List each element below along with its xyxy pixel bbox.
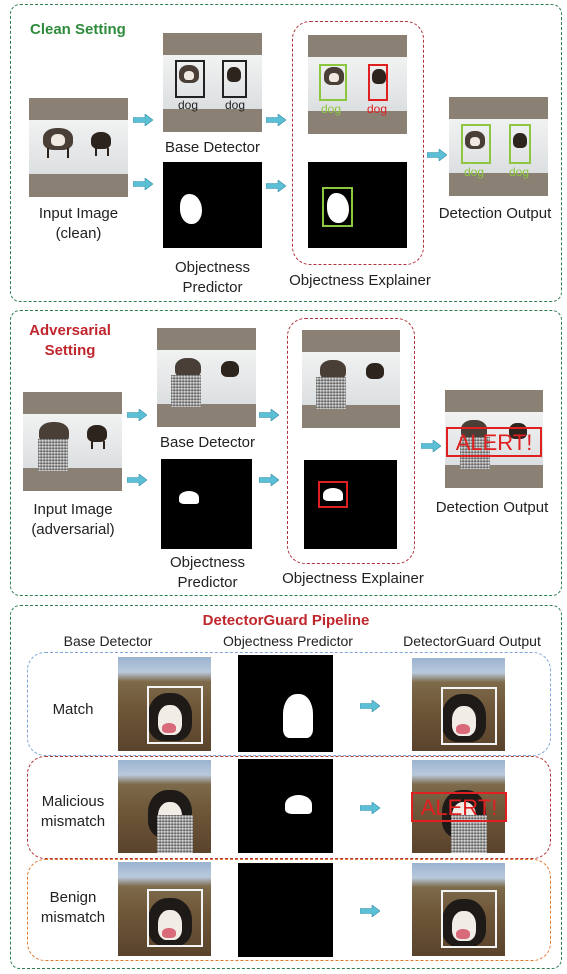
clean-explainer-container [292,21,424,265]
adversarial-objectness-map [161,459,252,549]
benign-label-2: mismatch [40,909,106,926]
adversarial-base-detector-label: Base Detector [159,434,256,451]
box-label: dog [464,165,485,179]
benign-label-1: Benign [49,889,97,906]
pipeline-title: DetectorGuard Pipeline [202,612,370,629]
adversarial-input-sub: (adversarial) [31,521,115,538]
objectness-blob [283,694,313,738]
clean-detection-output-label: Detection Output [438,205,552,222]
benign-output-image [412,863,505,956]
match-output-image [412,658,505,751]
arrow-icon [360,905,380,917]
arrow-icon [259,409,279,421]
box-label: dog [367,102,388,116]
objectness-blob [180,194,202,224]
detection-box [441,687,497,745]
adversarial-setting-title-1: Adversarial [29,322,111,339]
adversarial-patch [171,375,201,407]
arrow-icon [427,149,447,161]
arrow-icon [133,114,153,126]
clean-objectness-map [163,162,262,248]
adversarial-input-label: Input Image [33,501,113,518]
clean-explainer-image [308,35,407,134]
arrow-icon [266,114,286,126]
adversarial-patch [316,377,346,409]
adversarial-base-detector-image [157,328,256,427]
malicious-label-2: mismatch [40,813,106,830]
pipeline-col-base: Base Detector [63,633,153,649]
arrow-icon [127,474,147,486]
clean-base-detector-label: Base Detector [164,139,261,156]
benign-mismatch-row [27,859,551,961]
clean-input-label: Input Image [38,205,119,222]
adversarial-objectness-label-2: Predictor [177,574,238,591]
detection-box [175,60,205,98]
arrow-icon [421,440,441,452]
clean-objectness-label-1: Objectness [174,259,251,276]
final-box [461,124,491,164]
malicious-mismatch-row [27,756,551,859]
alert-badge: ALERT! [411,792,507,822]
adversarial-patch [460,437,490,469]
adversarial-explainer-image [302,330,400,428]
benign-objectness-map [238,863,333,957]
matched-box [322,187,353,227]
pipeline-col-output: DetectorGuard Output [403,633,541,649]
clean-input-image [29,98,128,197]
box-label: dog [509,165,530,179]
objectness-blob [179,491,199,504]
objectness-blob [327,193,349,223]
final-box [509,124,531,164]
detection-box [222,60,247,98]
malicious-label-1: Malicious [41,793,105,810]
match-label: Match [52,701,94,718]
benign-base-image [118,862,211,956]
adversarial-explainer-container [287,318,415,564]
match-base-image [118,657,211,751]
objectness-blob [285,795,312,814]
unmatched-box [368,64,388,101]
arrow-icon [127,409,147,421]
adversarial-setting-title-2: Setting [44,342,96,359]
matched-box [319,64,347,101]
adversarial-patch [38,439,68,471]
adversarial-patch [157,815,193,853]
alert-badge: ALERT! [446,427,542,457]
unmatched-box [318,481,348,508]
pipeline-col-objectness: Objectness Predictor [223,633,353,649]
clean-input-sub: (clean) [55,225,102,242]
clean-detection-output-image [449,97,548,196]
adversarial-detection-output-label: Detection Output [435,499,549,516]
clean-explainer-label: Objectness Explainer [289,272,431,289]
box-label: dog [321,102,342,116]
objectness-blob [323,488,343,501]
box-label: dog [225,98,246,112]
arrow-icon [133,178,153,190]
arrow-icon [360,700,380,712]
adversarial-explainer-label: Objectness Explainer [282,570,424,587]
adversarial-setting-panel [10,310,562,596]
arrow-icon [266,180,286,192]
clean-objectness-label-2: Predictor [182,279,243,296]
adversarial-objectness-label-1: Objectness [169,554,246,571]
detection-box [147,686,203,744]
match-row [27,652,551,756]
clean-setting-panel [10,4,562,302]
arrow-icon [360,802,380,814]
clean-explainer-map [308,162,407,248]
arrow-icon [259,474,279,486]
detection-box [147,889,203,947]
detection-box [441,890,497,948]
clean-setting-title: Clean Setting [30,21,126,38]
box-label: dog [178,98,199,112]
pipeline-panel [10,605,562,969]
